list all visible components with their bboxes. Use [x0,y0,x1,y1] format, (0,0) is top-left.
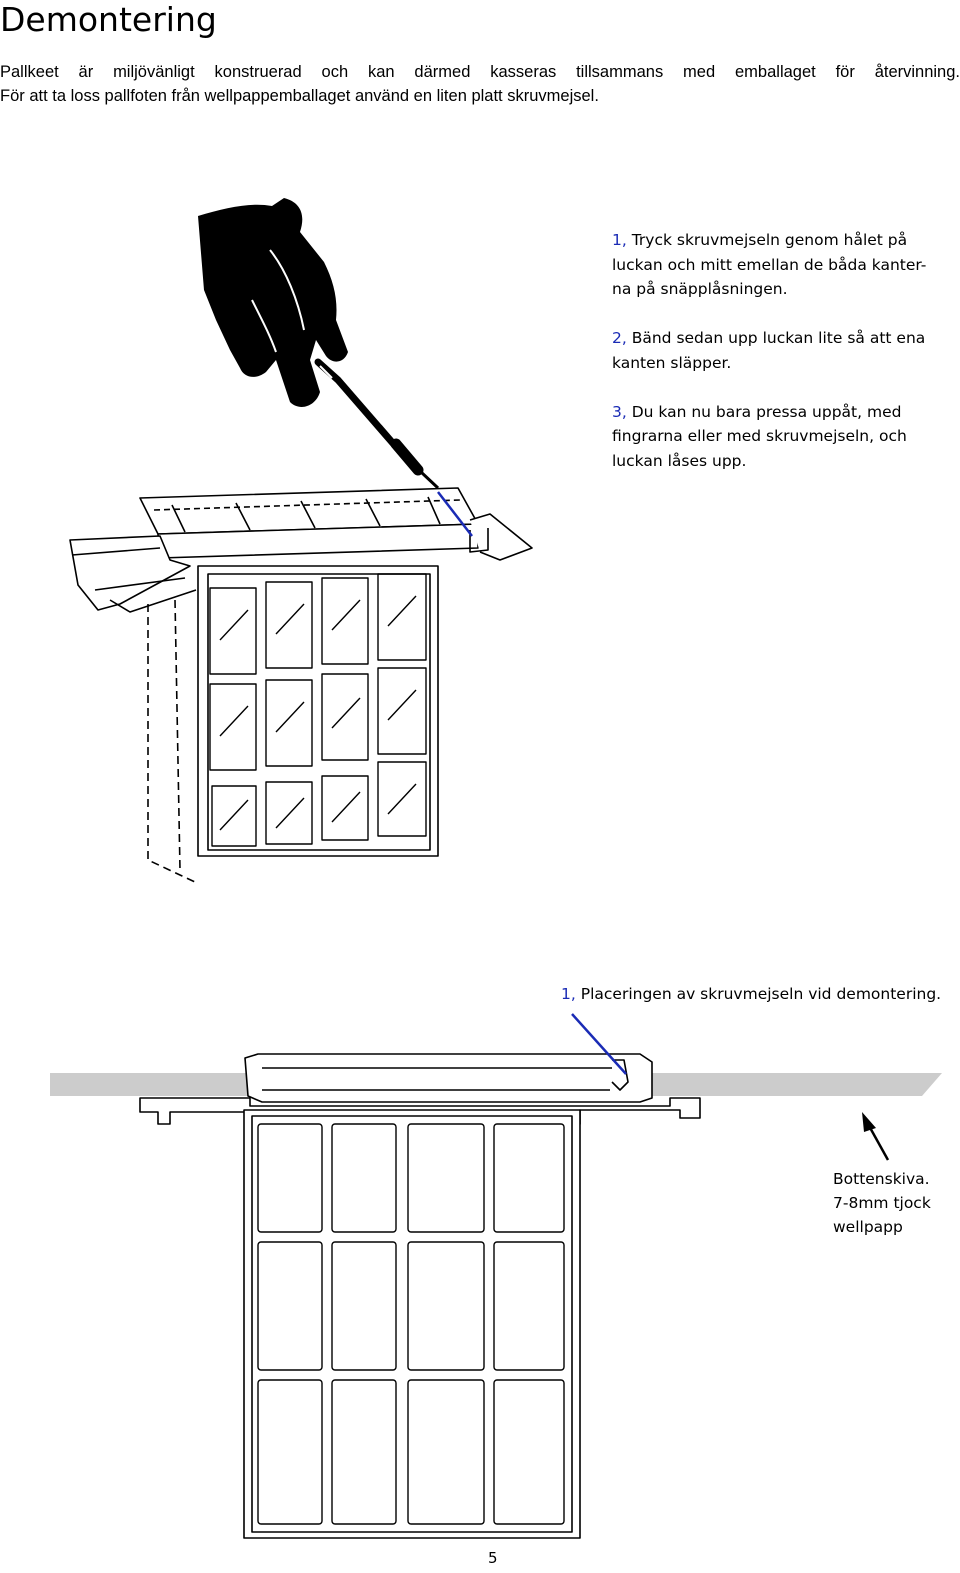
caption-number: 1, [561,985,576,1003]
step-1: 1, Tryck skruvmejseln genom hålet på luck… [612,228,957,302]
instruction-steps: 1, Tryck skruvmejseln genom hålet på luck… [612,228,957,498]
pointer-arrow-icon [862,1112,890,1161]
step-line: fingrarna eller med skruvmejseln, och [612,427,907,445]
caption-text: Placeringen av skruvmejseln vid demonter… [580,985,942,1003]
step-number: 3, [612,402,627,421]
step-line: 2, Bänd sedan upp luckan lite så att ena [612,329,926,347]
step-3: 3, Du kan nu bara pressa uppåt, med fingr… [612,400,957,474]
step-number: 1, [612,231,627,249]
intro-word: är [78,63,94,81]
intro-word: kasseras [490,63,557,81]
page-number: 5 [488,1549,498,1567]
step-line: na på snäpplåsningen. [612,280,788,298]
step-line: luckan låses upp. [612,451,747,470]
pallet-foot-perspective-drawing [69,487,533,883]
intro-word: med [683,63,716,81]
step-2: 2, Bänd sedan upp luckan lite så att ena… [612,326,957,375]
intro-word: miljövänligt [113,63,195,81]
board-label-line-2: 7-8mm tjock [833,1194,931,1212]
intro-word: emballaget [735,63,816,81]
step-line: kanten släpper. [612,353,732,372]
intro-word: Pallkeet [0,63,59,81]
intro-line-2: För att ta loss pallfoten från wellpappe… [0,87,599,105]
page-title: Demontering [0,0,217,39]
hand-holding-screwdriver-icon [198,198,473,537]
intro-word: för [835,63,855,81]
step-number: 2, [612,329,627,347]
intro-word: och [321,63,349,81]
board-label: Bottenskiva. 7-8mm tjock wellpapp [833,1167,931,1239]
intro-word: kan [367,63,395,81]
board-label-line-1: Bottenskiva. [833,1170,930,1188]
intro-word: konstruerad [214,63,302,81]
step-line: 3, Du kan nu bara pressa uppåt, med [612,402,902,421]
figure-caption: 1, Placeringen av skruvmejseln vid demon… [561,983,941,1005]
intro-word: därmed [414,63,471,81]
pallet-foot-section-drawing [50,1013,942,1539]
screwdriver-position-line [571,1013,627,1075]
board-label-line-3: wellpapp [833,1218,903,1236]
intro-word: återvinning. [874,63,960,81]
step-line: 1, Tryck skruvmejseln genom hålet på [612,231,908,249]
step-line: luckan och mitt emellan de båda kanter- [612,255,927,274]
intro-word: tillsammans [576,63,664,81]
